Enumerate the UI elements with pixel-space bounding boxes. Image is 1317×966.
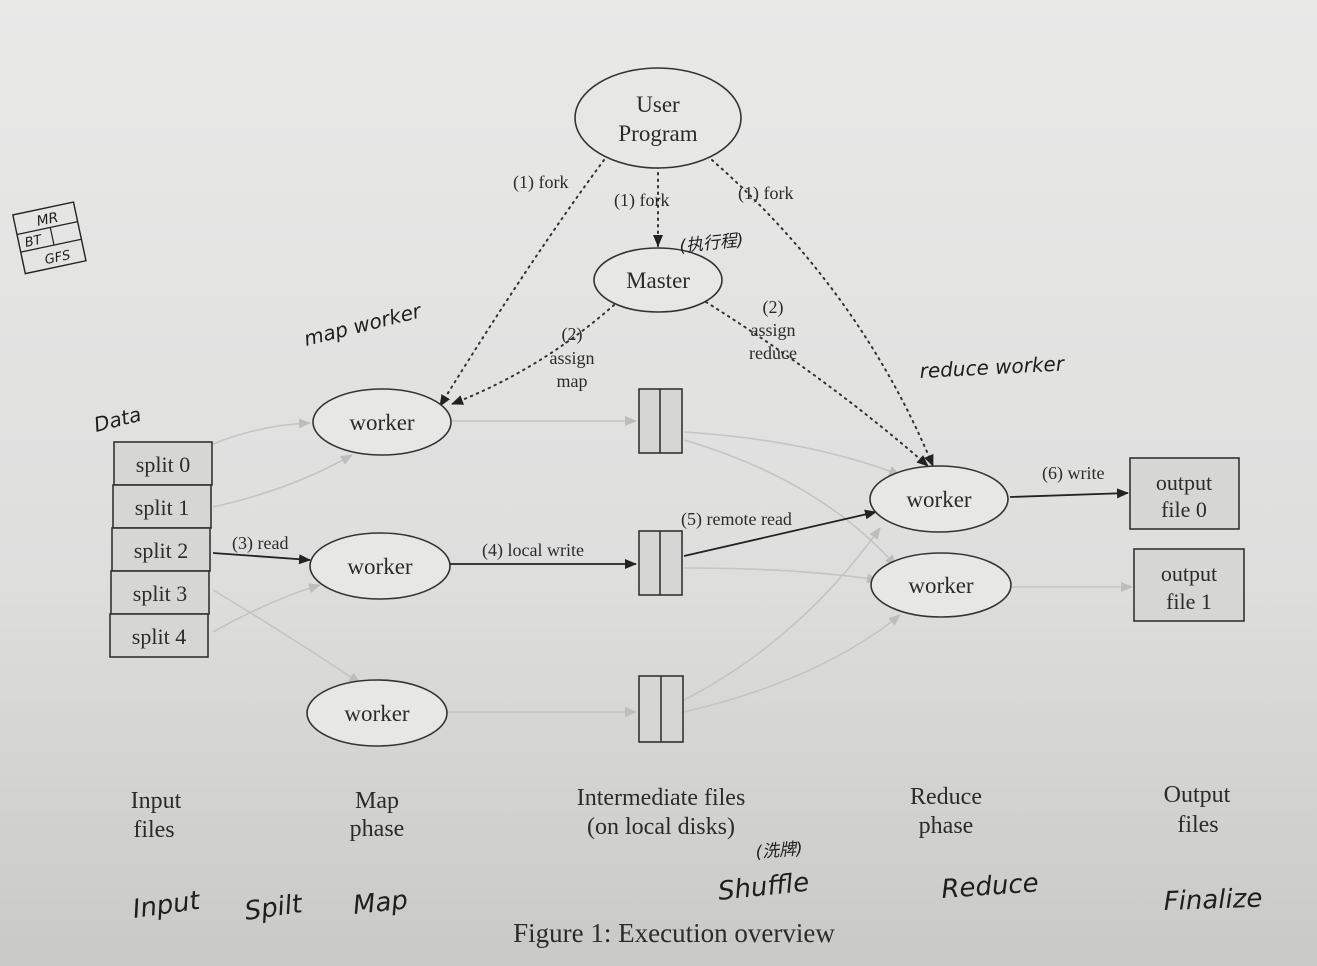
figure-caption: Figure 1: Execution overview [513,918,835,948]
split-box-2 [111,527,211,572]
user-program-node: User Program [574,67,742,169]
local-write-label: (4) local write [482,540,584,561]
main-flow-arrows [212,488,1129,569]
data-note: Data [91,402,143,437]
write-label: (6) write [1042,463,1104,484]
assign-map-line1: (2) [562,324,583,345]
assign-reduce-line1: (2) [763,297,784,318]
split-box-4 [109,613,209,658]
control-arrows [439,159,934,467]
master-note: (执行程) [678,230,744,257]
map-worker-1: worker [312,388,452,456]
col-input-line1: Input [131,788,182,814]
reduce-worker-1: worker [869,465,1009,533]
col-intermediate-line1: Intermediate files [577,785,746,811]
assign-map-line3: map [557,371,588,391]
split-box-3 [110,570,210,615]
output-file-0: output file 0 [1129,457,1240,530]
step-map: Map [352,885,410,921]
fork-label-left: (1) fork [513,172,568,193]
output-file-1-line2: file 1 [1166,589,1212,614]
split-box-0 [113,441,213,486]
reduce-worker-note: reduce worker [919,351,1066,383]
intermediate-file-3 [638,675,684,743]
col-map-line2: phase [350,816,405,842]
output-file-1-line1: output [1161,561,1217,586]
assign-reduce-line3: reduce [749,343,797,363]
column-labels: Input files Map phase Intermediate files… [131,782,1231,843]
split-label-2: split 2 [134,538,188,563]
output-file-0-line2: file 0 [1161,497,1207,522]
intermediate-file-2 [638,530,683,596]
stack-gfs: GFS [44,248,72,268]
assign-reduce-line2: assign [751,320,796,340]
user-program-line2: Program [618,121,697,146]
assign-map-line2: assign [550,348,595,368]
map-worker-3: worker [306,679,448,747]
split-label-0: split 0 [136,452,190,477]
col-map-line1: Map [355,788,399,814]
edge-labels: (1) fork (1) fork (1) fork (2) assign ma… [232,172,1104,561]
split-label-4: split 4 [132,624,186,649]
fork-label-center: (1) fork [614,190,669,211]
map-worker-3-label: worker [344,701,409,726]
col-output-line1: Output [1164,782,1231,808]
step-shuffle: Shuffle [717,868,811,907]
stack-mr: MR [35,210,60,230]
reduce-worker-1-label: worker [906,487,971,512]
col-reduce-line1: Reduce [910,784,982,810]
output-file-0-line1: output [1156,470,1212,495]
stack-bt: BT [23,232,44,250]
intermediate-file-1 [638,388,683,454]
master-label: Master [626,268,690,293]
split-label-1: split 1 [135,495,189,520]
col-output-line2: files [1177,812,1218,838]
map-worker-1-label: worker [349,410,414,435]
remote-read-label: (5) remote read [681,509,792,530]
step-finalize: Finalize [1163,884,1263,917]
col-reduce-line2: phase [919,813,974,839]
light-flow-arrows [212,416,1133,717]
output-file-1: output file 1 [1133,548,1245,622]
shuffle-note: (洗牌) [755,839,804,863]
step-reduce: Reduce [940,868,1039,905]
step-input: Input [131,886,203,925]
col-intermediate-line2: (on local disks) [587,814,735,840]
reduce-worker-2: worker [870,552,1012,618]
map-worker-2: worker [309,532,451,600]
split-label-3: split 3 [133,581,187,606]
map-worker-2-label: worker [347,554,412,579]
stack-sketch: MR BT GFS [12,201,87,275]
step-split: Spilt [243,889,305,927]
col-input-line2: files [133,817,174,843]
map-worker-note: map worker [301,298,425,351]
split-box-1 [112,484,212,529]
input-splits: split 0 split 1 split 2 split 3 split 4 [109,441,213,658]
user-program-line1: User [636,92,680,117]
fork-label-right: (1) fork [738,183,793,204]
master-node: Master [593,247,723,313]
read-label: (3) read [232,533,288,554]
reduce-worker-2-label: worker [908,573,973,598]
